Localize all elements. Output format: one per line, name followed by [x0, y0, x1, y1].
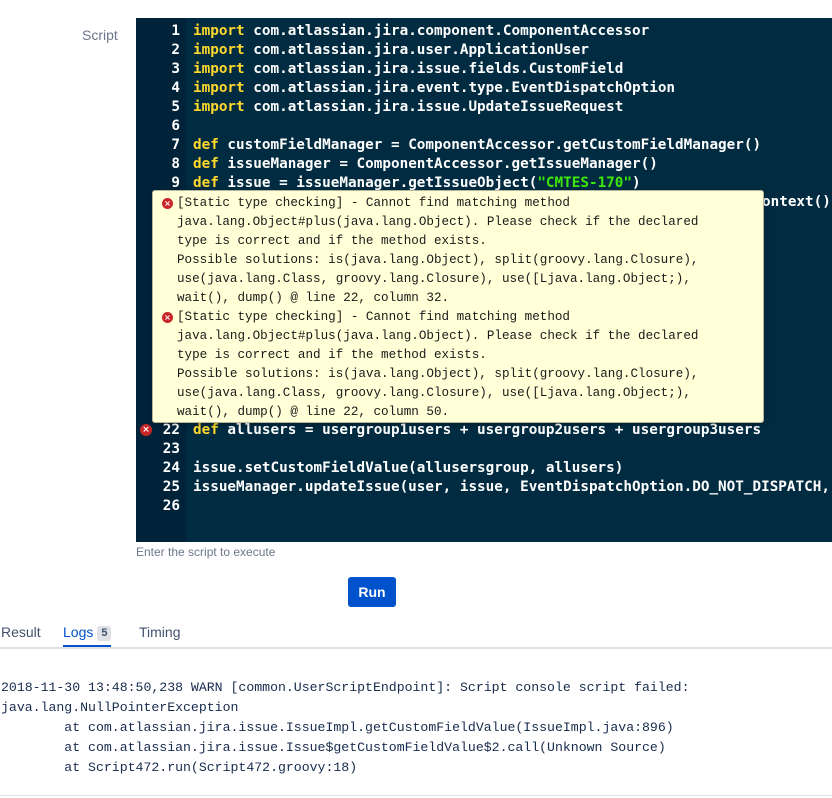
line-number: 7 [171, 137, 180, 153]
code-keyword: import [193, 42, 245, 58]
line-number: 22 [162, 422, 180, 438]
code-keyword: def [193, 422, 219, 438]
code-keyword: import [193, 61, 245, 77]
code-line: 5 import com.atlassian.jira.issue.UpdateI… [136, 98, 832, 117]
log-line: java.lang.NullPointerException [1, 700, 239, 715]
error-message-line: wait(), dump() @ line 22, column 50. [177, 405, 450, 419]
code-line: 7 def customFieldManager = ComponentAcces… [136, 136, 832, 155]
code-keyword: def [193, 175, 219, 191]
code-line: 9 def issue = issueManager.getIssueObject… [136, 174, 832, 193]
code-text: issue = issueManager.getIssueObject( [218, 175, 538, 191]
line-number: 26 [162, 498, 180, 514]
code-line: 25 issueManager.updateIssue(user, issue, … [136, 478, 832, 497]
code-line: 22 def allusers = usergroup1users + userg… [136, 421, 832, 440]
log-line: at Script472.run(Script472.groovy:18) [1, 760, 358, 775]
code-keyword: def [193, 137, 219, 153]
log-line: at com.atlassian.jira.issue.IssueImpl.ge… [1, 720, 674, 735]
run-button[interactable]: Run [348, 577, 396, 607]
code-text: issueManager = ComponentAccessor.getIssu… [218, 156, 658, 172]
code-keyword: def [193, 156, 219, 172]
tab-timing[interactable]: Timing [139, 624, 181, 640]
code-line-partial: ontext() [762, 193, 831, 212]
error-message-line: type is correct and if the method exists… [177, 234, 487, 248]
logs-count-badge: 5 [97, 626, 112, 641]
log-line: 2018-11-30 13:48:50,238 WARN [common.Use… [1, 680, 690, 695]
code-line: 6 [136, 117, 832, 136]
error-message-line: java.lang.Object#plus(java.lang.Object).… [177, 329, 699, 343]
error-message-line: Possible solutions: is(java.lang.Object)… [177, 367, 699, 381]
code-text: issue.setCustomFieldValue(allusersgroup,… [193, 460, 624, 476]
error-message-line: use(java.lang.Class, groovy.lang.Closure… [177, 272, 691, 286]
code-keyword: import [193, 80, 245, 96]
code-line: 1 import com.atlassian.jira.component.Com… [136, 22, 832, 41]
code-text: issueManager.updateIssue(user, issue, Ev… [193, 479, 832, 495]
error-message-line: [Static type checking] - Cannot find mat… [177, 310, 570, 324]
line-number: 9 [171, 175, 180, 191]
code-text: allusers = usergroup1users + usergroup2u… [218, 422, 762, 438]
code-text: com.atlassian.jira.user.ApplicationUser [244, 42, 589, 58]
error-icon: × [162, 312, 173, 323]
code-text: com.atlassian.jira.component.ComponentAc… [244, 23, 650, 39]
error-icon: × [162, 198, 173, 209]
log-line: at com.atlassian.jira.issue.Issue$getCus… [1, 740, 666, 755]
script-hint: Enter the script to execute [136, 545, 276, 559]
code-text: com.atlassian.jira.issue.fields.CustomFi… [244, 61, 624, 77]
code-line: 2 import com.atlassian.jira.user.Applicat… [136, 41, 832, 60]
script-label: Script [82, 27, 118, 43]
code-line: 4 import com.atlassian.jira.event.type.Ev… [136, 79, 832, 98]
line-number: 1 [171, 23, 180, 39]
error-message-line: wait(), dump() @ line 22, column 32. [177, 291, 450, 305]
code-line: 8 def issueManager = ComponentAccessor.ge… [136, 155, 832, 174]
line-number: 2 [171, 42, 180, 58]
error-message-line: Possible solutions: is(java.lang.Object)… [177, 253, 699, 267]
code-keyword: import [193, 23, 245, 39]
code-text: customFieldManager = ComponentAccessor.g… [218, 137, 762, 153]
divider [0, 795, 832, 796]
line-number: 3 [171, 61, 180, 77]
code-keyword: import [193, 99, 245, 115]
code-line: 23 [136, 440, 832, 459]
tab-result[interactable]: Result [1, 624, 41, 640]
code-line: 26 [136, 497, 832, 516]
code-line: 3 import com.atlassian.jira.issue.fields.… [136, 60, 832, 79]
line-number: 25 [162, 479, 180, 495]
error-message-line: [Static type checking] - Cannot find mat… [177, 196, 570, 210]
code-string: "CMTES-170" [537, 175, 632, 191]
code-line: 24 issue.setCustomFieldValue(allusersgrou… [136, 459, 832, 478]
line-number: 5 [171, 99, 180, 115]
line-number: 8 [171, 156, 180, 172]
code-text: com.atlassian.jira.issue.UpdateIssueRequ… [244, 99, 624, 115]
error-marker-icon[interactable]: × [140, 424, 152, 436]
error-message-line: type is correct and if the method exists… [177, 348, 487, 362]
line-number: 24 [162, 460, 180, 476]
error-message-line: use(java.lang.Class, groovy.lang.Closure… [177, 386, 691, 400]
error-message-line: java.lang.Object#plus(java.lang.Object).… [177, 215, 699, 229]
error-tooltip: × [Static type checking] - Cannot find ma… [152, 190, 764, 423]
tab-logs-label: Logs [63, 624, 94, 640]
line-number: 6 [171, 118, 180, 134]
line-number: 23 [162, 441, 180, 457]
line-number: 4 [171, 80, 180, 96]
code-text: ontext() [762, 194, 831, 210]
code-text: com.atlassian.jira.event.type.EventDispa… [244, 80, 676, 96]
code-text: ) [632, 175, 641, 191]
